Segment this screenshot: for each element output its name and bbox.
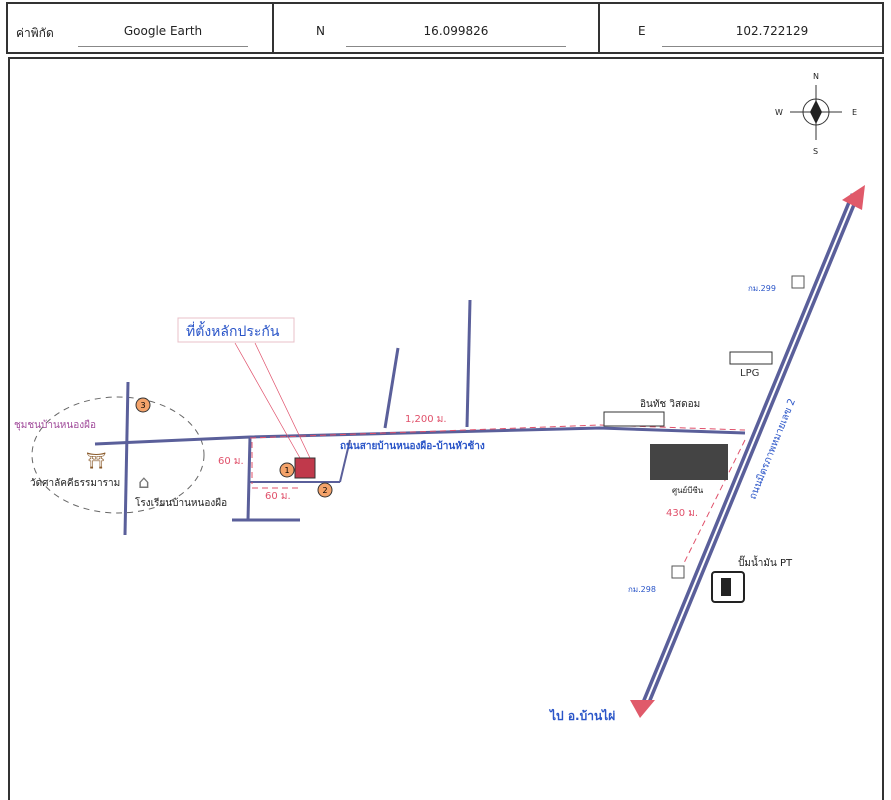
gas-station-label: ปั๊มน้ำมัน PT bbox=[738, 555, 793, 569]
school-label: โรงเรียนบ้านหนองผือ bbox=[135, 496, 227, 509]
marker-1: 1 bbox=[284, 466, 289, 475]
coordinate-header: ค่าพิกัด Google Earth N 16.099826 E 102.… bbox=[6, 2, 884, 54]
km299-label: กม.299 bbox=[748, 284, 776, 293]
km298-post-icon bbox=[671, 565, 685, 579]
north-label: N bbox=[316, 24, 325, 38]
arrow-south-icon bbox=[630, 700, 655, 718]
dist-60-vertical: 60 ม. bbox=[218, 456, 244, 467]
arrow-north-icon bbox=[842, 185, 865, 210]
community-boundary bbox=[31, 396, 205, 514]
shop-icon bbox=[603, 411, 665, 427]
km298-label: กม.298 bbox=[628, 585, 656, 594]
east-cell: E 102.722129 bbox=[600, 4, 882, 52]
local-road-label: ถนนสายบ้านหนองผือ-บ้านหัวช้าง bbox=[340, 440, 485, 452]
lpg-icon bbox=[729, 351, 773, 365]
dist-430: 430 ม. bbox=[666, 508, 698, 519]
highway bbox=[630, 185, 865, 718]
marker-2: 2 bbox=[322, 486, 327, 495]
north-value: 16.099826 bbox=[346, 24, 566, 47]
collateral-label-box bbox=[177, 317, 295, 343]
temple-label: วัดศาลัคคีธรรมาราม bbox=[30, 477, 120, 489]
distance-lines bbox=[234, 342, 746, 566]
source-cell: ค่าพิกัด Google Earth bbox=[8, 4, 274, 52]
map-frame bbox=[8, 57, 884, 800]
center-label: ศูนย์บีซีน bbox=[672, 485, 704, 496]
km299-post-icon bbox=[791, 275, 805, 289]
shop-label: อินทัช วิสดอม bbox=[640, 399, 700, 410]
school-icon: ⌂ bbox=[138, 472, 149, 493]
coord-label: ค่าพิกัด bbox=[16, 26, 54, 40]
compass-e: E bbox=[852, 108, 857, 117]
temple-icon: ⛩ bbox=[86, 451, 106, 470]
east-label: E bbox=[638, 24, 646, 38]
dist-60-horizontal: 60 ม. bbox=[265, 491, 291, 502]
source-value: Google Earth bbox=[78, 24, 248, 47]
center-building-icon bbox=[650, 444, 728, 480]
collateral-label: ที่ตั้งหลักประกัน bbox=[186, 321, 280, 340]
compass-w: W bbox=[775, 108, 783, 117]
dist-1200: 1,200 ม. bbox=[405, 414, 447, 425]
compass-icon: N S E W bbox=[775, 72, 857, 156]
local-roads bbox=[94, 299, 746, 536]
compass-n: N bbox=[813, 72, 819, 81]
lpg-label: LPG bbox=[740, 368, 759, 379]
compass-s: S bbox=[813, 147, 818, 156]
markers: 1 2 3 bbox=[135, 397, 333, 498]
community-label: ชุมชนบ้านหนองผือ bbox=[14, 419, 96, 431]
collateral-parcel[interactable] bbox=[294, 457, 316, 479]
east-value: 102.722129 bbox=[662, 24, 882, 47]
marker-3: 3 bbox=[140, 401, 145, 410]
north-cell: N 16.099826 bbox=[274, 4, 600, 52]
to-banphai-label: ไป อ.บ้านไผ่ bbox=[548, 708, 615, 723]
